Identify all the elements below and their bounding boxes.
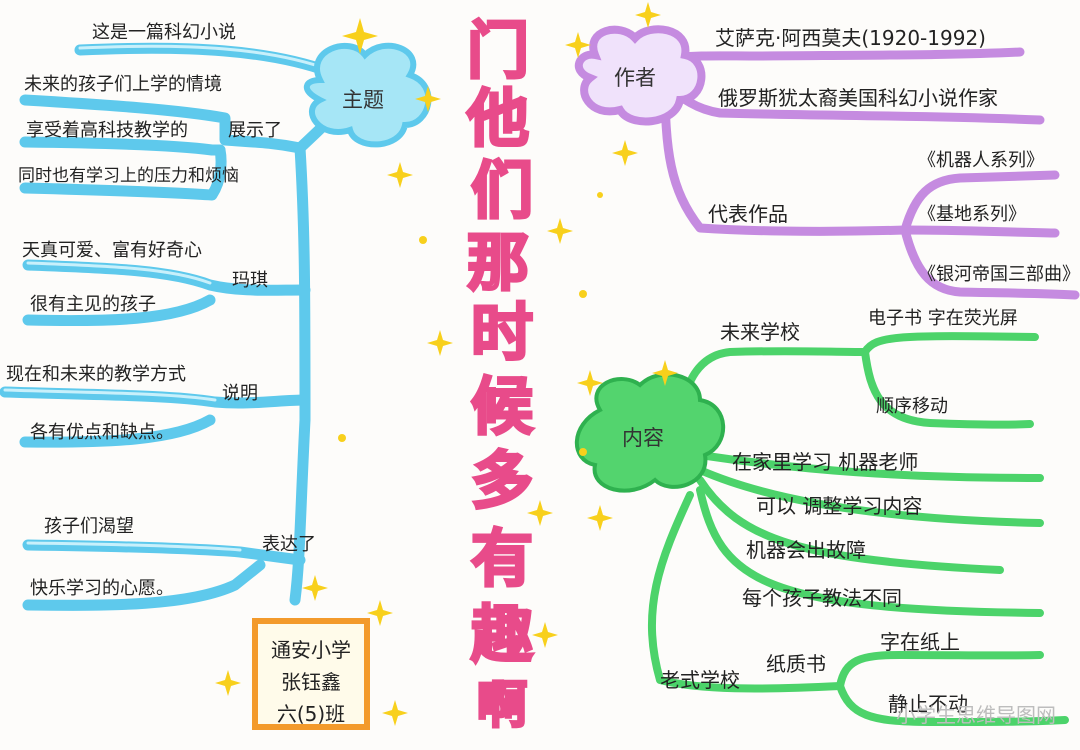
title-char: 候 [469,370,534,443]
old-item: 静止不动 [888,692,968,716]
margie-item: 很有主见的孩子 [30,294,156,315]
author-desc: 俄罗斯犹太裔美国科幻小说作家 [718,86,998,110]
content-item: 在家里学习 机器老师 [732,450,919,474]
content-hub-label: 内容 [622,426,664,450]
author-stamp-box: 通安小学 张钰鑫 六(5)班 [252,618,370,730]
show-item: 享受着高科技教学的 [26,120,188,141]
show-label: 展示了 [228,120,282,141]
author-branches [660,47,1080,300]
author-hub-cloud [574,25,706,126]
title-char: 时 [469,296,534,369]
title-char: 啊 [476,676,529,734]
stamp-student: 张钰鑫 [281,670,341,694]
title-char: 们 [469,154,534,227]
author-name: 艾萨克·阿西莫夫(1920-1992) [715,26,986,50]
sparkle-decorations [215,2,678,726]
theme-hub-cloud [303,42,432,148]
show-item: 未来的孩子们上学的情境 [24,74,222,95]
title-char: 有 [469,522,534,595]
title-char: 他 [465,82,530,155]
express-item: 孩子们渴望 [44,516,134,537]
work-item: 《银河帝国三部曲》 [918,264,1080,285]
theme-branches [0,42,351,611]
content-item: 机器会出故障 [746,538,866,562]
future-item: 电子书 字在荧光屏 [868,308,1018,329]
explain-label: 说明 [222,383,258,404]
stamp-class: 六(5)班 [276,702,346,726]
content-hub-cloud [574,372,726,493]
show-item: 同时也有学习上的压力和烦恼 [18,166,239,186]
paper-book-label: 纸质书 [766,652,826,676]
express-item: 快乐学习的心愿。 [30,578,174,599]
works-label: 代表作品 [708,202,788,226]
old-item: 字在纸上 [880,630,960,654]
title-char: 门 [465,14,530,87]
work-item: 《基地系列》 [918,204,1026,225]
watermark: 小学生思维导图网 [896,703,1056,727]
author-hub-label: 作者 [614,66,656,90]
content-branches [647,332,1069,726]
explain-item: 各有优点和缺点。 [30,422,174,443]
future-item: 顺序移动 [876,396,948,417]
title-char: 趣 [469,598,534,671]
content-item: 每个孩子教法不同 [742,586,902,610]
title-char: 多 [469,444,534,517]
work-item: 《机器人系列》 [918,150,1044,171]
theme-intro: 这是一篇科幻小说 [92,22,236,43]
theme-hub-label: 主题 [342,88,384,112]
express-label: 表达了 [262,534,316,555]
future-school-label: 未来学校 [720,320,800,344]
margie-label: 玛琪 [232,270,268,291]
stamp-school: 通安小学 [271,638,351,662]
content-item: 可以 调整学习内容 [756,494,923,518]
explain-item: 现在和未来的教学方式 [6,364,186,385]
old-school-label: 老式学校 [660,668,740,692]
theme-branch-highlights [3,44,332,552]
margie-item: 天真可爱、富有好奇心 [22,240,202,261]
title-char: 那 [465,226,530,299]
